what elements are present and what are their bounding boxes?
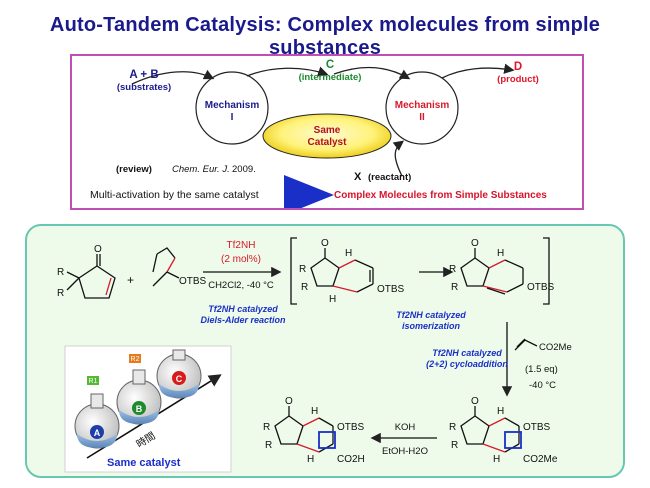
catalyst-label: Tf2NH — [227, 240, 256, 251]
cyc-temperature: -40 °C — [529, 380, 556, 391]
r2-label: R2 — [131, 356, 140, 363]
r1-tag — [87, 376, 99, 385]
reactant-label: (reactant) — [368, 172, 411, 183]
reaction-scheme-box: O R R + OTBS Tf2NH (2 mol%) CH2Cl2, -40 … — [25, 224, 625, 478]
acid-h-2: H — [307, 454, 314, 465]
d-label: D — [514, 61, 522, 73]
solvent-label: CH2Cl2, -40 °C — [208, 280, 274, 291]
acrylate-structure — [514, 338, 538, 351]
ketone-o: O — [94, 244, 102, 255]
acid-r-2: R — [265, 440, 272, 451]
adduct-otbs: OTBS — [377, 284, 405, 295]
iso-r-1: R — [449, 264, 456, 275]
adduct-o: O — [321, 238, 329, 249]
reaction-scheme: O R R + OTBS Tf2NH (2 mol%) CH2Cl2, -40 … — [57, 237, 572, 473]
ester-h-2: H — [493, 454, 500, 465]
same-catalyst-label-2: Catalyst — [308, 137, 348, 148]
flask-b-ball — [132, 401, 146, 415]
review-label: (review) — [116, 164, 152, 175]
adduct-h-1: H — [345, 248, 352, 259]
intermediate-bracket — [290, 237, 550, 305]
mechanism-1-label: Mechanism — [205, 100, 260, 111]
adduct-h-2: H — [329, 294, 336, 305]
flask-a-label: A — [94, 428, 101, 438]
cycloadduct-ester — [460, 406, 522, 453]
product-label: (product) — [497, 74, 539, 85]
same-catalyst-caption: Same catalyst — [107, 457, 181, 469]
acid-o: O — [285, 396, 293, 407]
intermediate-label: (intermediate) — [299, 72, 362, 83]
ab-label: A + B — [129, 69, 158, 81]
mechanism-2-label: Mechanism — [395, 100, 450, 111]
intermediate-arrow — [246, 66, 329, 77]
catalyst-loading: (2 mol%) — [221, 254, 261, 265]
ester-r-2: R — [451, 440, 458, 451]
plus-sign: + — [127, 273, 134, 287]
adduct-r-2: R — [301, 282, 308, 293]
mechanism-2-cycle — [385, 71, 459, 145]
iso-o: O — [471, 238, 479, 249]
cyc-note-2: (2+2) cycloaddition — [426, 359, 508, 369]
ester-h-1: H — [497, 406, 504, 417]
diene-structure — [152, 247, 180, 287]
isomerized-intermediate — [460, 248, 524, 295]
ester-co2me: CO2Me — [523, 454, 558, 465]
r-label-1: R — [57, 267, 64, 278]
da-note-1: Tf2NH catalyzed — [208, 304, 278, 314]
acrylate-equiv: (1.5 eq) — [525, 364, 558, 375]
iso-otbs: OTBS — [527, 282, 555, 293]
final-acid-product — [274, 406, 336, 453]
koh-label: KOH — [395, 422, 416, 433]
r2-tag — [129, 354, 141, 363]
flask-c-ball — [172, 371, 186, 385]
multi-activation-text: Multi-activation by the same catalyst — [90, 189, 259, 201]
cyclopentenone-structure — [66, 254, 116, 299]
flask-b-label: B — [136, 404, 143, 414]
c-to-mech2-arrow — [333, 66, 411, 80]
ester-otbs: OTBS — [523, 422, 551, 433]
iso-r-2: R — [451, 282, 458, 293]
iso-h: H — [497, 248, 504, 259]
iso-note-1: Tf2NH catalyzed — [396, 310, 466, 320]
mechanism-1-cycle — [195, 71, 269, 145]
etoh-label: EtOH-H2O — [382, 446, 428, 457]
acid-r-1: R — [263, 422, 270, 433]
r1-label: R1 — [89, 378, 98, 385]
flask-c-label: C — [176, 374, 183, 384]
ester-r-1: R — [449, 422, 456, 433]
product-arrow — [441, 63, 515, 79]
acid-h-1: H — [311, 406, 318, 417]
same-catalyst-ellipse — [262, 113, 392, 159]
acrylate-label: CO2Me — [539, 342, 572, 353]
ester-o: O — [471, 396, 479, 407]
acid-co2h: CO2H — [337, 454, 365, 465]
same-catalyst-label-1: Same — [314, 125, 341, 136]
review-journal: Chem. Eur. J. — [172, 164, 230, 175]
reactant-arrow — [392, 140, 405, 177]
diels-alder-adduct — [310, 248, 374, 293]
mechanism-1-number: I — [231, 112, 234, 123]
c-label: C — [326, 59, 334, 71]
acid-otbs: OTBS — [337, 422, 365, 433]
substrates-label: (substrates) — [117, 82, 171, 93]
complex-molecules-text: Complex Molecules from Simple Substances — [334, 190, 547, 201]
review-year: 2009. — [232, 164, 256, 175]
da-note-2: Diels-Alder reaction — [200, 315, 286, 325]
x-label: X — [354, 171, 362, 183]
flask-a-ball — [90, 425, 104, 439]
flask-illustration: 時間 A B C R1 R2 Same catalyst — [64, 345, 232, 473]
concept-box: A + B (substrates) C (intermediate) D (p… — [70, 54, 584, 215]
diene-otbs: OTBS — [179, 276, 207, 287]
mechanism-2-number: II — [419, 112, 425, 123]
substrate-arrow — [131, 69, 215, 85]
iso-note-2: isomerization — [402, 321, 461, 331]
cyc-note-1: Tf2NH catalyzed — [432, 348, 502, 358]
adduct-r-1: R — [299, 264, 306, 275]
concept-diagram: A + B (substrates) C (intermediate) D (p… — [90, 59, 547, 215]
slide-title: Auto-Tandem Catalysis: Complex molecules… — [49, 14, 601, 59]
r-label-2: R — [57, 288, 64, 299]
